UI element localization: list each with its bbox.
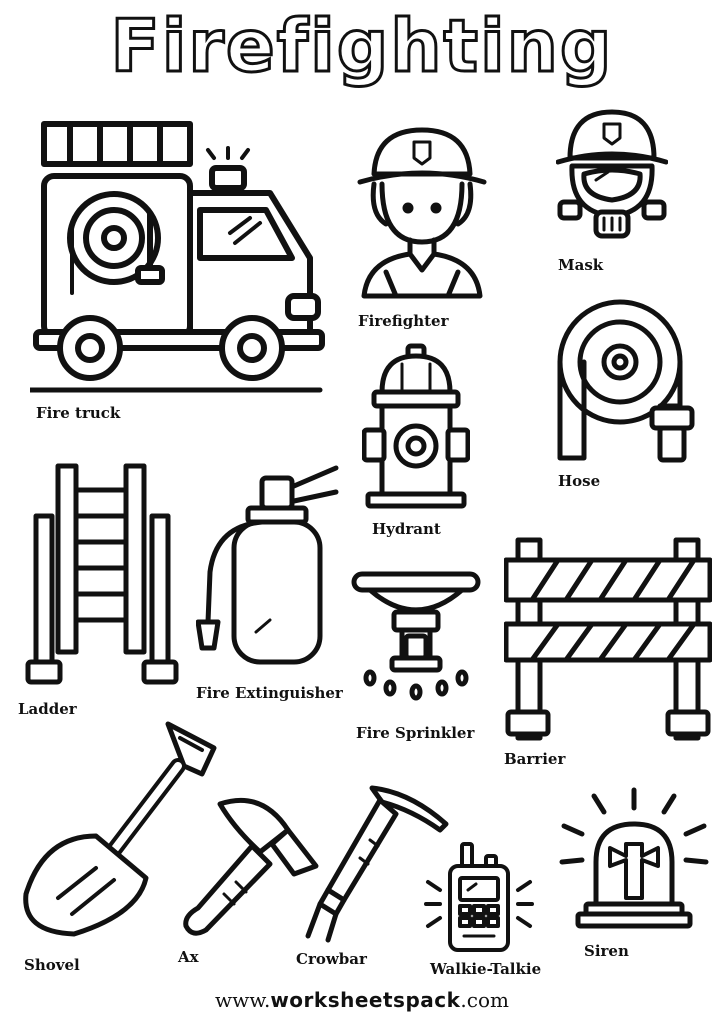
- fire-extinguisher-label: Fire Extinguisher: [196, 684, 343, 702]
- walkie-talkie-label: Walkie-Talkie: [430, 960, 542, 978]
- firefighter-illustration: [356, 124, 488, 300]
- fire-sprinkler-illustration: [350, 570, 482, 710]
- footer-prefix: www.: [214, 988, 271, 1012]
- shovel-label: Shovel: [24, 956, 80, 974]
- hose-illustration: [554, 298, 702, 466]
- crowbar-label: Crowbar: [296, 950, 367, 968]
- fire-truck-illustration: [30, 118, 330, 398]
- hydrant-label: Hydrant: [372, 520, 441, 538]
- barrier-illustration: [504, 536, 712, 742]
- ax-illustration: [176, 790, 320, 940]
- siren-label: Siren: [584, 942, 629, 960]
- fire-extinguisher-illustration: [196, 462, 342, 666]
- hose-label: Hose: [558, 472, 601, 490]
- firefighter-label: Firefighter: [358, 312, 449, 330]
- siren-illustration: [558, 786, 710, 930]
- footer-suffix: .com: [460, 988, 509, 1012]
- mask-label: Mask: [558, 256, 604, 274]
- ladder-label: Ladder: [18, 700, 77, 718]
- website-footer: www.worksheetspack.com: [0, 988, 724, 1012]
- shovel-illustration: [18, 718, 218, 940]
- footer-brand: worksheetspack: [270, 988, 461, 1012]
- fire-truck-label: Fire truck: [36, 404, 121, 422]
- hydrant-illustration: [362, 342, 470, 512]
- crowbar-illustration: [300, 780, 450, 944]
- barrier-label: Barrier: [504, 750, 566, 768]
- mask-illustration: [556, 108, 668, 244]
- walkie-talkie-illustration: [424, 840, 534, 954]
- fire-sprinkler-label: Fire Sprinkler: [356, 724, 475, 742]
- ax-label: Ax: [178, 948, 199, 966]
- ladder-illustration: [24, 462, 180, 690]
- worksheet-title: Firefighting: [109, 3, 614, 90]
